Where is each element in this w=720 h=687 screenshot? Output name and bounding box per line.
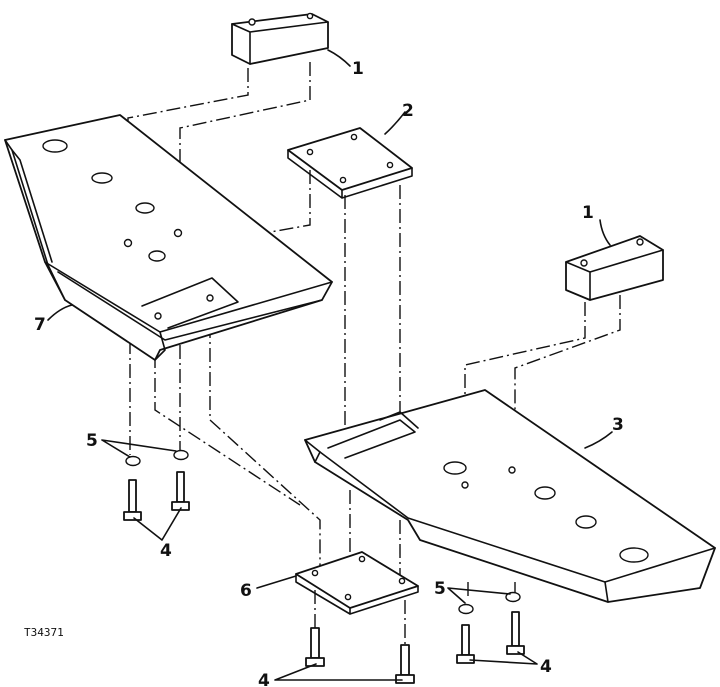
callout-4-left: 4 xyxy=(160,541,172,561)
callout-5-left: 5 xyxy=(86,431,98,451)
plate-part-6 xyxy=(295,551,419,615)
figure-code: T34371 xyxy=(24,626,64,639)
callout-4-bottom: 4 xyxy=(258,671,270,687)
callout-4-right: 4 xyxy=(540,657,552,677)
block-part-1-right xyxy=(565,235,664,301)
washers-part-5 xyxy=(125,449,521,615)
bolts-part-4 xyxy=(123,471,525,684)
frame-part-7 xyxy=(4,114,333,361)
callout-labels: 1 2 1 3 7 5 4 6 5 4 4 T34371 xyxy=(24,59,624,687)
callout-1-right: 1 xyxy=(582,203,594,223)
block-part-1-upper xyxy=(231,12,329,65)
callout-6: 6 xyxy=(240,581,252,601)
callout-7: 7 xyxy=(34,315,46,335)
callout-3: 3 xyxy=(612,415,624,435)
callout-5-right: 5 xyxy=(434,579,446,599)
frame-part-3 xyxy=(304,389,716,603)
leader-lines xyxy=(47,49,613,681)
callout-2: 2 xyxy=(402,101,414,121)
callout-1-upper: 1 xyxy=(352,59,364,79)
plate-part-2 xyxy=(287,127,413,199)
